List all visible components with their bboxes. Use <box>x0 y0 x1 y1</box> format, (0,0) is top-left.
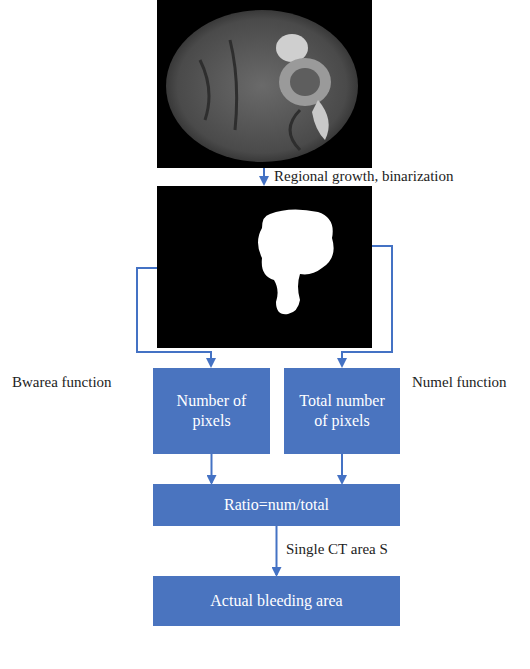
process-box: Number of pixels <box>153 368 270 454</box>
process-box: Actual bleeding area <box>153 576 400 626</box>
step-label: Bwarea function <box>10 374 114 391</box>
edge-label: Single CT area S <box>284 541 390 558</box>
process-box: Total number of pixels <box>284 368 400 454</box>
flow-arrow <box>137 268 211 366</box>
process-box: Ratio=num/total <box>153 484 400 526</box>
box-text: Total number of pixels <box>292 391 392 431</box>
flow-arrow <box>341 454 343 483</box>
flow-arrow <box>211 454 213 483</box>
flow-arrow <box>342 246 392 366</box>
flow-arrow <box>263 168 265 184</box>
step-label: Numel function <box>410 374 509 391</box>
binary-image <box>157 186 372 348</box>
box-text: Actual bleeding area <box>210 591 342 611</box>
box-text: Ratio=num/total <box>224 495 329 515</box>
step-label: Regional growth, binarization <box>272 168 456 185</box>
box-text: Number of pixels <box>161 391 262 431</box>
mri-image <box>157 0 372 168</box>
flow-arrow <box>276 526 278 575</box>
